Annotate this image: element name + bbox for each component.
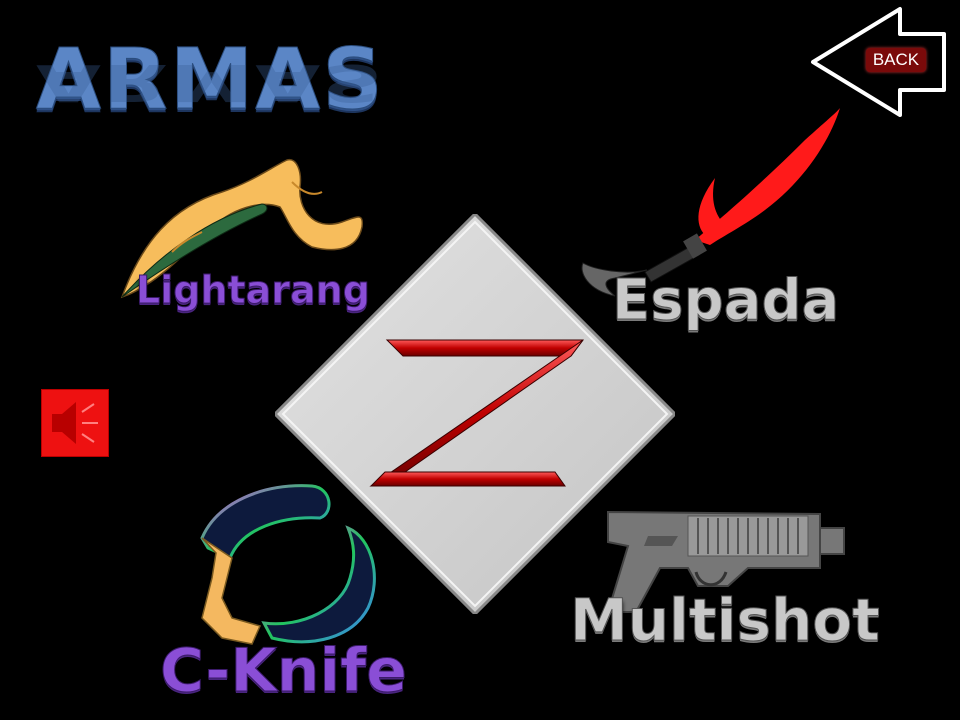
- lightarang-image[interactable]: [112, 152, 372, 302]
- page-title-reflection: ARMAS: [36, 53, 385, 112]
- center-z-logo: Z: [272, 211, 678, 617]
- z-emblem-icon: Z: [272, 211, 678, 617]
- weapon-label-espada[interactable]: Espada: [611, 268, 840, 334]
- c-knife-icon: [200, 484, 376, 645]
- sound-button[interactable]: [41, 389, 109, 457]
- back-button-label[interactable]: BACK: [866, 48, 926, 72]
- weapon-label-lightarang[interactable]: Lightarang: [136, 268, 371, 313]
- weapon-label-multishot[interactable]: Multishot: [570, 586, 881, 655]
- sword-icon: [581, 108, 840, 297]
- c-knife-image[interactable]: [172, 478, 392, 658]
- weapon-label-c-knife[interactable]: C-Knife: [160, 636, 408, 707]
- gun-icon: [606, 510, 845, 613]
- espada-image[interactable]: [575, 100, 855, 310]
- lightarang-icon: [120, 158, 364, 299]
- speaker-icon: [52, 402, 98, 444]
- page-title: ARMAS: [36, 30, 385, 129]
- multishot-image[interactable]: [588, 506, 850, 616]
